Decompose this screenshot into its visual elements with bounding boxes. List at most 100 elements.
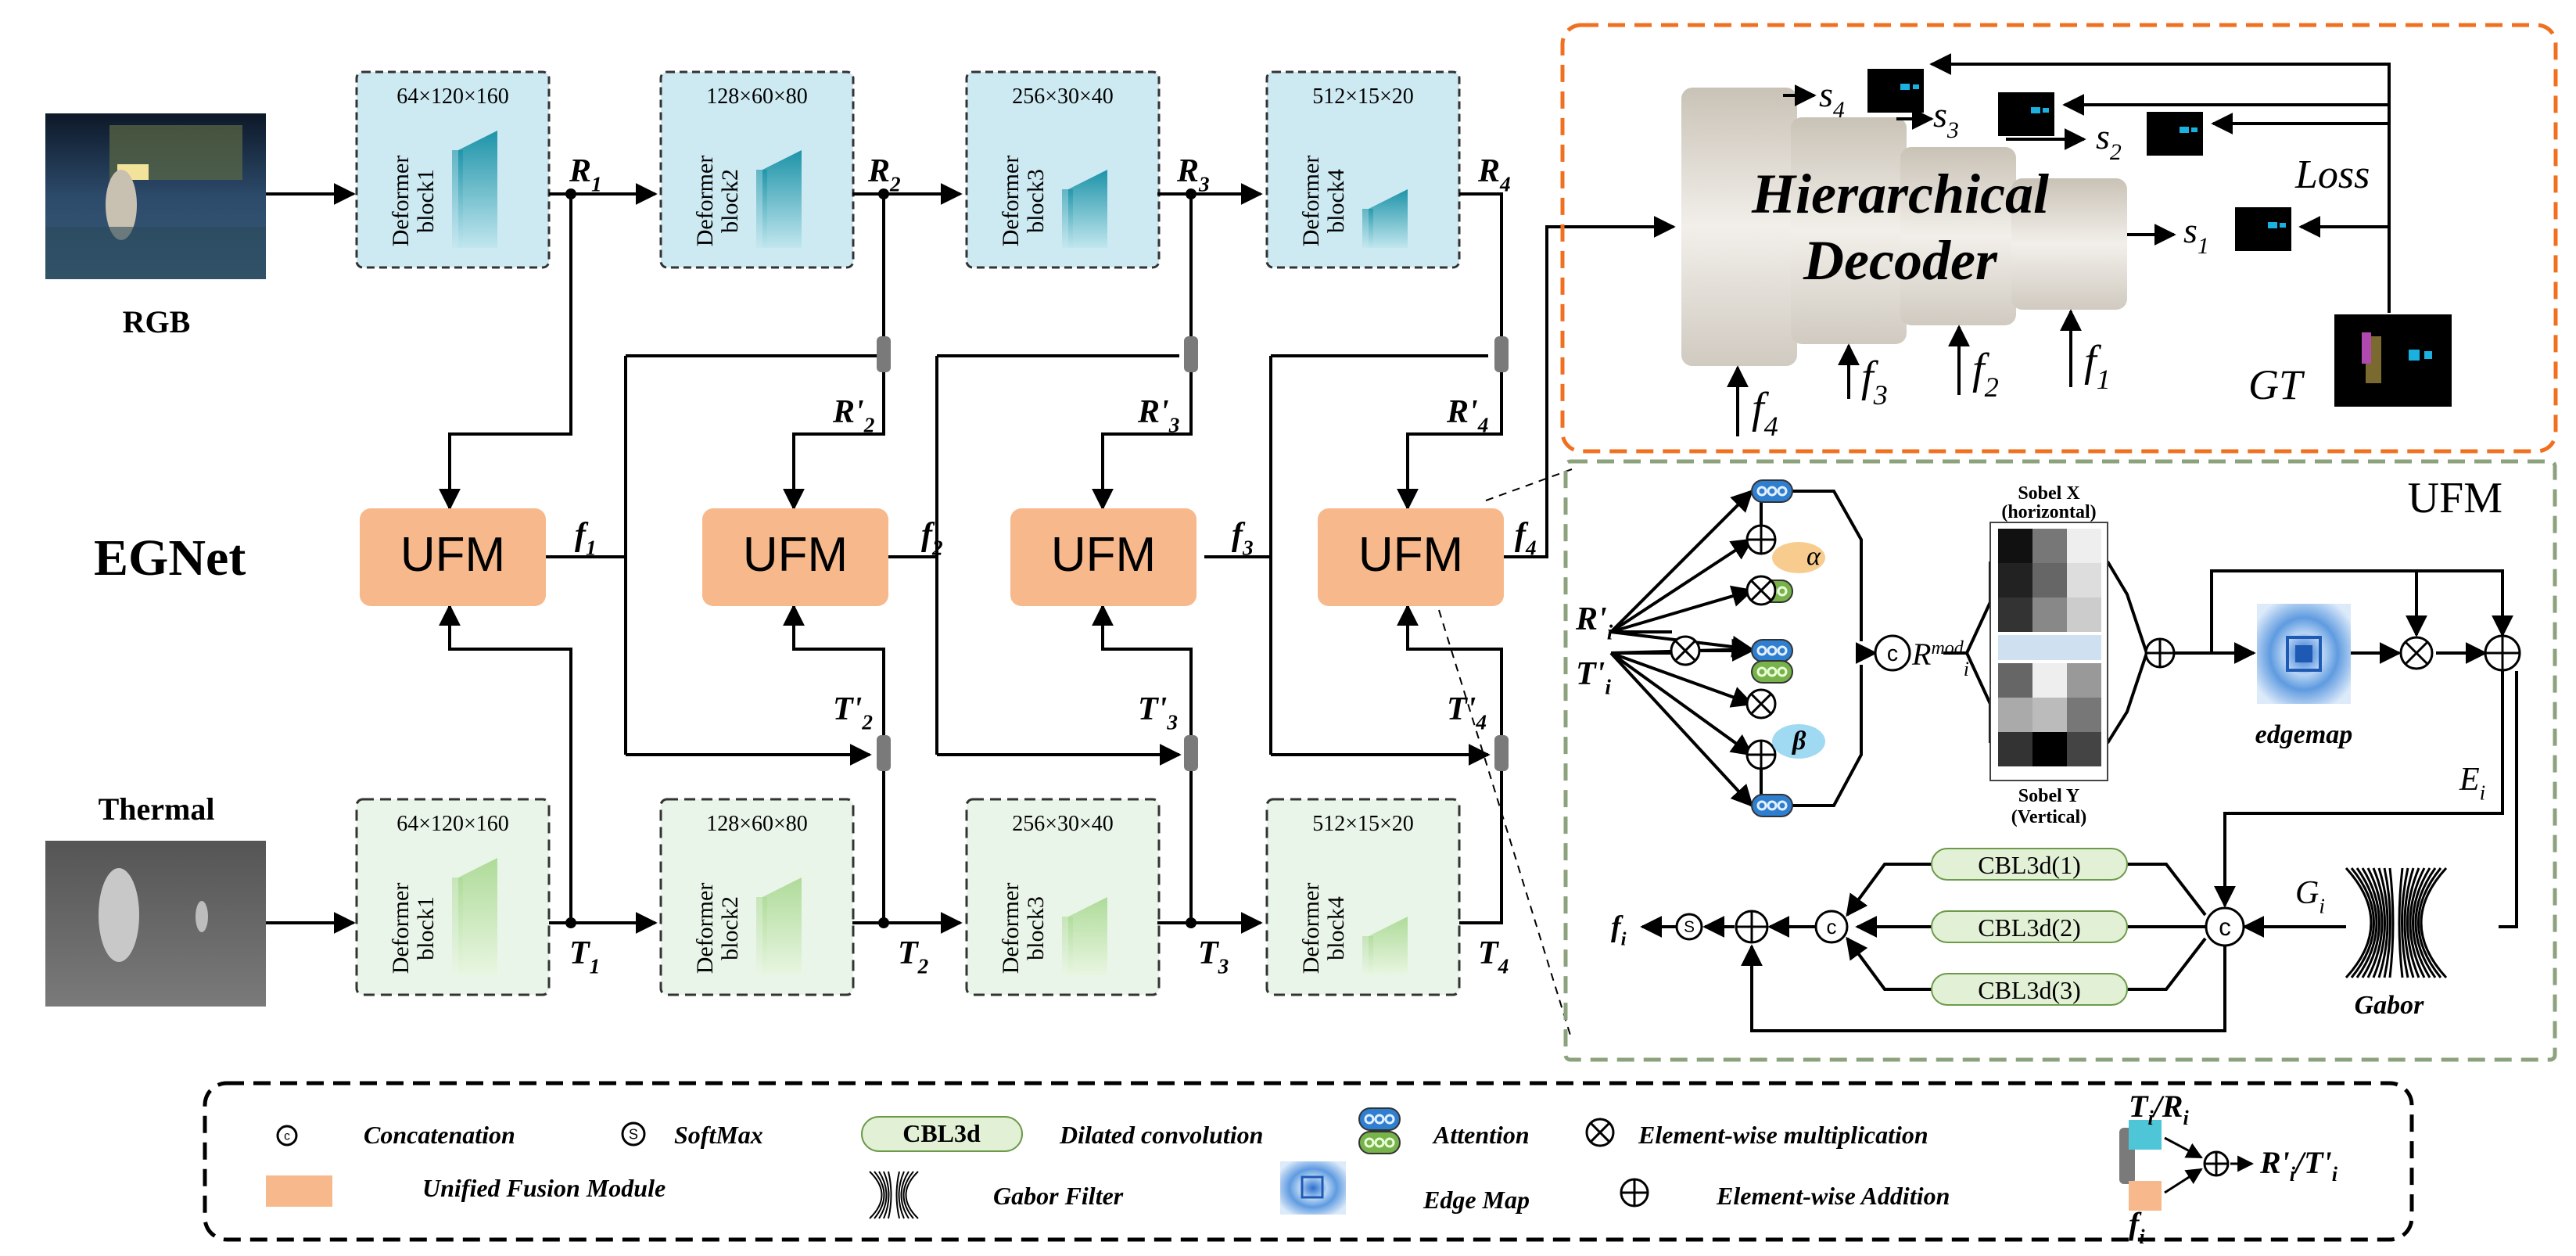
multiply-op (1745, 688, 1777, 720)
legend-concat: Concatenation (364, 1121, 515, 1149)
decoder-title-line1: Hierarchical (1751, 163, 2049, 225)
decoder-input-label: f2 (1972, 345, 1999, 403)
concat-op: c (1814, 910, 1849, 944)
rgb-block-dims: 64×120×160 (396, 84, 509, 109)
alpha-beta-weights (1772, 542, 1825, 759)
ufm-box-2: UFM (702, 508, 888, 606)
edgemap-image (2257, 604, 2351, 704)
legend-add: Element-wise Addition (1716, 1182, 1950, 1210)
legend-ti-ri: Ti/Ri (2129, 1089, 2189, 1129)
attention-icon (1751, 639, 1793, 662)
legend-edgemap-icon (1280, 1161, 1346, 1215)
junction-dots (565, 188, 1197, 928)
legend-ufm: Unified Fusion Module (422, 1174, 666, 1202)
multiply-op (1745, 575, 1777, 606)
encoder-tail-lines (1459, 192, 1503, 924)
softmax-op: S (1675, 913, 1703, 941)
cbl-branches: CBL3d(1) CBL3d(2) CBL3d(3) (1931, 848, 2128, 1006)
rgb-encoder-row: 64×120×160Deformerblock1128×60×80Deforme… (355, 70, 1461, 269)
legend-fi-icon (2129, 1181, 2162, 1211)
attention-icon (1751, 479, 1793, 503)
add-op (1735, 910, 1769, 944)
legend-softmax-icon: S (621, 1121, 646, 1147)
thermal-block-dims: 256×30×40 (1012, 812, 1114, 836)
ufm-box-1: UFM (360, 508, 546, 606)
cbl-label: CBL3d(2) (1978, 913, 2081, 942)
legend-concat-icon: c (276, 1125, 298, 1147)
beta-label: β (1791, 727, 1806, 755)
fusion-output-label: f1 (575, 517, 597, 560)
rgb-block-name: Deformerblock3 (998, 156, 1049, 247)
decoder-stages (1681, 88, 2127, 366)
rgb-input-image (45, 113, 266, 279)
legend-cbl-icon (861, 1116, 1023, 1152)
rgb-output-label: R1 (569, 153, 602, 196)
thermal-label: Thermal (99, 791, 215, 827)
tprime-label: T'2 (833, 691, 873, 734)
svg-text:c: c (1887, 641, 1898, 666)
cbl-box-3: CBL3d(3) (1931, 973, 2128, 1006)
side-output-maps (1867, 69, 2291, 251)
cbl-box-1: CBL3d(1) (1931, 848, 2128, 881)
tprime-label: T'3 (1138, 691, 1178, 734)
attention-icon (1358, 1131, 1401, 1154)
fusion-output-label: f3 (1232, 517, 1254, 560)
sobel-filters (1989, 522, 2108, 781)
rgb-block-name: Deformerblock1 (388, 156, 439, 247)
cbl-label: CBL3d(1) (1978, 851, 2081, 879)
zoom-lines (1438, 468, 1573, 1041)
rprime-label: R'3 (1137, 394, 1179, 437)
ufm-label: UFM (400, 528, 505, 582)
rgb-output-label: R2 (867, 153, 901, 196)
multiply-op (1670, 635, 1701, 666)
legend-softmax: SoftMax (674, 1121, 763, 1149)
legend-mult: Element-wise multiplication (1638, 1121, 1928, 1149)
tprime-label: T'4 (1447, 691, 1487, 734)
e-label: Ei (2459, 762, 2485, 805)
add-op (2484, 634, 2521, 672)
thermal-output-label: T1 (569, 935, 600, 978)
legend-ti-icon (2129, 1120, 2162, 1150)
f-out-label: fi (1611, 910, 1627, 949)
legend-dilated: Dilated convolution (1059, 1121, 1263, 1149)
thermal-block-name: Deformerblock1 (388, 883, 439, 974)
rmod-label: Rmodi (1911, 637, 1969, 680)
thermal-block-dims: 64×120×160 (396, 812, 509, 836)
legend-add-icon (1620, 1178, 1649, 1208)
t-input-label: T'i (1576, 656, 1611, 699)
thermal-block-name: Deformerblock2 (692, 883, 743, 974)
side-output-label: s1 (2183, 210, 2209, 259)
svg-text:c: c (1827, 915, 1837, 938)
legend-ufm-icon (266, 1175, 332, 1207)
sobel-y-label: Sobel Y (2018, 786, 2079, 806)
sobel-x-sub: (horizontal) (2001, 502, 2096, 522)
edgemap-label: edgemap (2255, 720, 2353, 749)
ground-truth-map (2334, 314, 2452, 407)
concat-op: c (1874, 634, 1911, 672)
ufm-detail-panel (1563, 459, 2557, 1062)
multiply-op (2399, 636, 2434, 670)
g-label: Gi (2295, 875, 2325, 918)
rgb-output-label: R4 (1477, 153, 1511, 196)
legend-attention: Attention (1432, 1121, 1530, 1149)
ufm-box-4: UFM (1318, 508, 1504, 606)
side-output-label: s3 (1933, 95, 1959, 143)
r-input-label: R'i (1575, 601, 1613, 644)
attention-icon (1358, 1107, 1401, 1131)
add-op (1745, 739, 1777, 770)
rgb-label: RGB (123, 304, 191, 339)
ufm-label: UFM (1358, 528, 1463, 582)
side-output-label: s4 (1819, 74, 1845, 123)
thermal-block-name: Deformerblock4 (1298, 883, 1349, 974)
svg-text:S: S (629, 1126, 638, 1142)
thermal-block-dims: 512×15×20 (1312, 812, 1414, 836)
attention-icon (1751, 660, 1793, 684)
